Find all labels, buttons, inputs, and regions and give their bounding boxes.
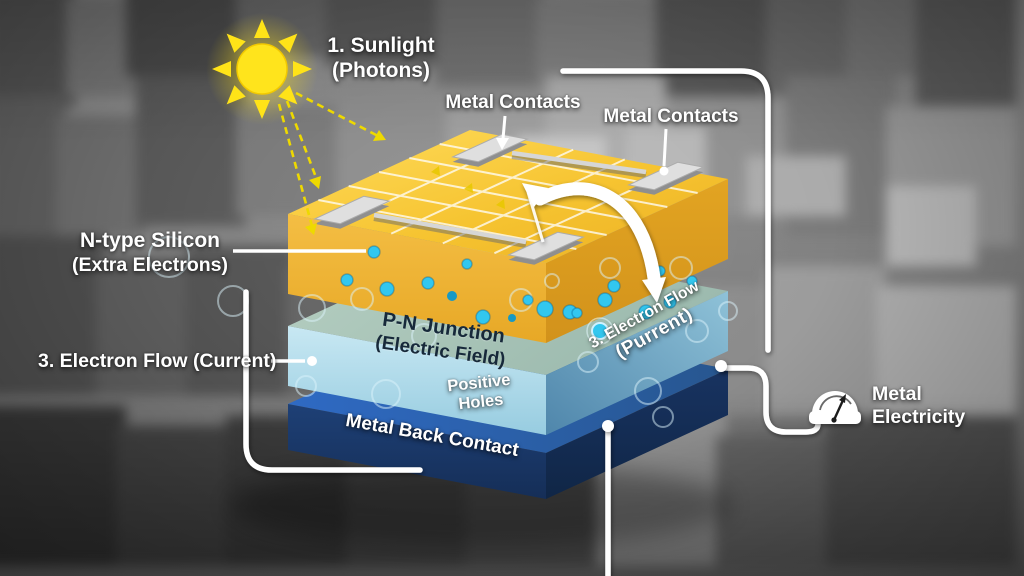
electron-dot-icon <box>663 295 677 309</box>
sun-ray <box>278 33 298 53</box>
city-building <box>716 436 836 566</box>
meter-line1: Metal <box>872 383 922 405</box>
n-type-silicon-label: N-type Silicon (Extra Electrons) <box>34 229 266 277</box>
city-building <box>746 156 846 216</box>
sun-ray <box>226 33 246 53</box>
metal-contacts-right-label: Metal Contacts <box>603 106 739 127</box>
hole-circle-icon <box>599 257 621 279</box>
electron-flow-current-label: 3. Electron Flow (Current) <box>38 350 277 372</box>
sun-ray <box>293 61 312 77</box>
city-building <box>186 246 296 396</box>
city-building <box>0 96 66 236</box>
electron-dot-icon <box>340 273 354 287</box>
sun-ray <box>254 100 270 119</box>
photon-hit-arrows <box>431 166 505 209</box>
sun-ray <box>254 19 270 38</box>
metal-pad <box>507 231 585 261</box>
city-building <box>916 0 1016 126</box>
n-type-layer <box>288 130 728 343</box>
sun-ray <box>278 85 298 105</box>
busbars <box>373 150 647 248</box>
wire-terminals <box>602 360 727 432</box>
sun-ray <box>226 85 246 105</box>
circuit-wire <box>243 68 821 576</box>
metal-contacts-left-label: Metal Contacts <box>445 92 581 113</box>
city-building <box>96 256 196 396</box>
photon-ray-icon <box>277 91 379 227</box>
electron-dot-icon <box>607 279 621 293</box>
hole-circle-icon <box>371 379 401 409</box>
city-building <box>236 106 336 216</box>
hole-circle-icon <box>652 406 674 428</box>
electron-dot-icon <box>536 300 554 318</box>
metal-pad <box>451 133 529 163</box>
hole-circle-icon <box>634 377 662 405</box>
hole-circle-icon <box>350 287 374 311</box>
city-building <box>116 426 236 566</box>
electron-dot-icon <box>571 307 583 319</box>
meter-line2: Electricity <box>872 406 966 428</box>
city-building <box>0 236 106 396</box>
metal-pad <box>627 161 705 191</box>
wire-to-meter <box>721 365 821 435</box>
hole-circle-icon <box>718 301 738 321</box>
electron-glow-ring <box>586 317 614 345</box>
city-building <box>436 0 546 86</box>
metal-electricity-label: Metal Electricity <box>872 383 965 429</box>
electron-dot-icon <box>522 294 534 306</box>
city-building <box>656 0 776 96</box>
metal-pad <box>313 195 391 225</box>
electron-dot-icon <box>638 304 654 320</box>
hole-circle-icon <box>148 236 190 278</box>
sunlight-line1: 1. Sunlight <box>327 34 435 57</box>
n-type-line2: (Extra Electrons) <box>71 253 229 276</box>
wire-top-right <box>560 68 771 353</box>
hole-circle-icon <box>544 273 560 289</box>
leader-lines <box>233 115 669 366</box>
city-building <box>66 0 136 96</box>
metal-contact-pads <box>313 133 705 265</box>
city-building <box>876 286 1016 426</box>
electron-dot-glowing <box>591 322 609 340</box>
city-building <box>56 116 146 236</box>
city-building <box>0 0 76 106</box>
hole-circle-icon <box>685 319 709 343</box>
city-building <box>886 186 976 266</box>
city-building <box>326 0 446 66</box>
electron-dot-icon <box>597 292 613 308</box>
hole-circle-icon <box>577 351 599 373</box>
sun-ray <box>212 61 231 77</box>
electron-dots <box>340 245 698 345</box>
curved-arrow-icon <box>522 182 666 303</box>
electron-dot-icon <box>367 245 381 259</box>
hole-circle-icon <box>298 294 326 322</box>
sunlight-line2: (Photons) <box>332 58 430 82</box>
electron-dot-icon <box>421 276 435 290</box>
electron-dot-icon <box>508 314 516 322</box>
n-type-line1: N-type Silicon <box>79 229 221 252</box>
sunlight-label: 1. Sunlight (Photons) <box>296 34 466 84</box>
city-building <box>826 416 1016 566</box>
electron-dot-icon <box>461 258 473 270</box>
city-building <box>846 0 926 76</box>
electron-dot-icon <box>447 291 457 301</box>
hole-circle-icon <box>669 256 693 280</box>
photon-ray-arrowheads <box>305 130 386 235</box>
cell-shadow <box>230 463 730 547</box>
ammeter-icon <box>809 391 861 424</box>
hole-circle-icon <box>295 375 317 397</box>
city-building <box>766 266 886 416</box>
city-building <box>0 406 126 566</box>
hole-circle-icon <box>411 323 437 349</box>
electron-dot-icon <box>379 281 395 297</box>
wire-left <box>243 289 423 473</box>
hole-circles <box>148 236 738 428</box>
sun-icon <box>206 13 318 125</box>
electron-dot-icon <box>475 309 491 325</box>
electron-dot-icon <box>686 275 698 287</box>
